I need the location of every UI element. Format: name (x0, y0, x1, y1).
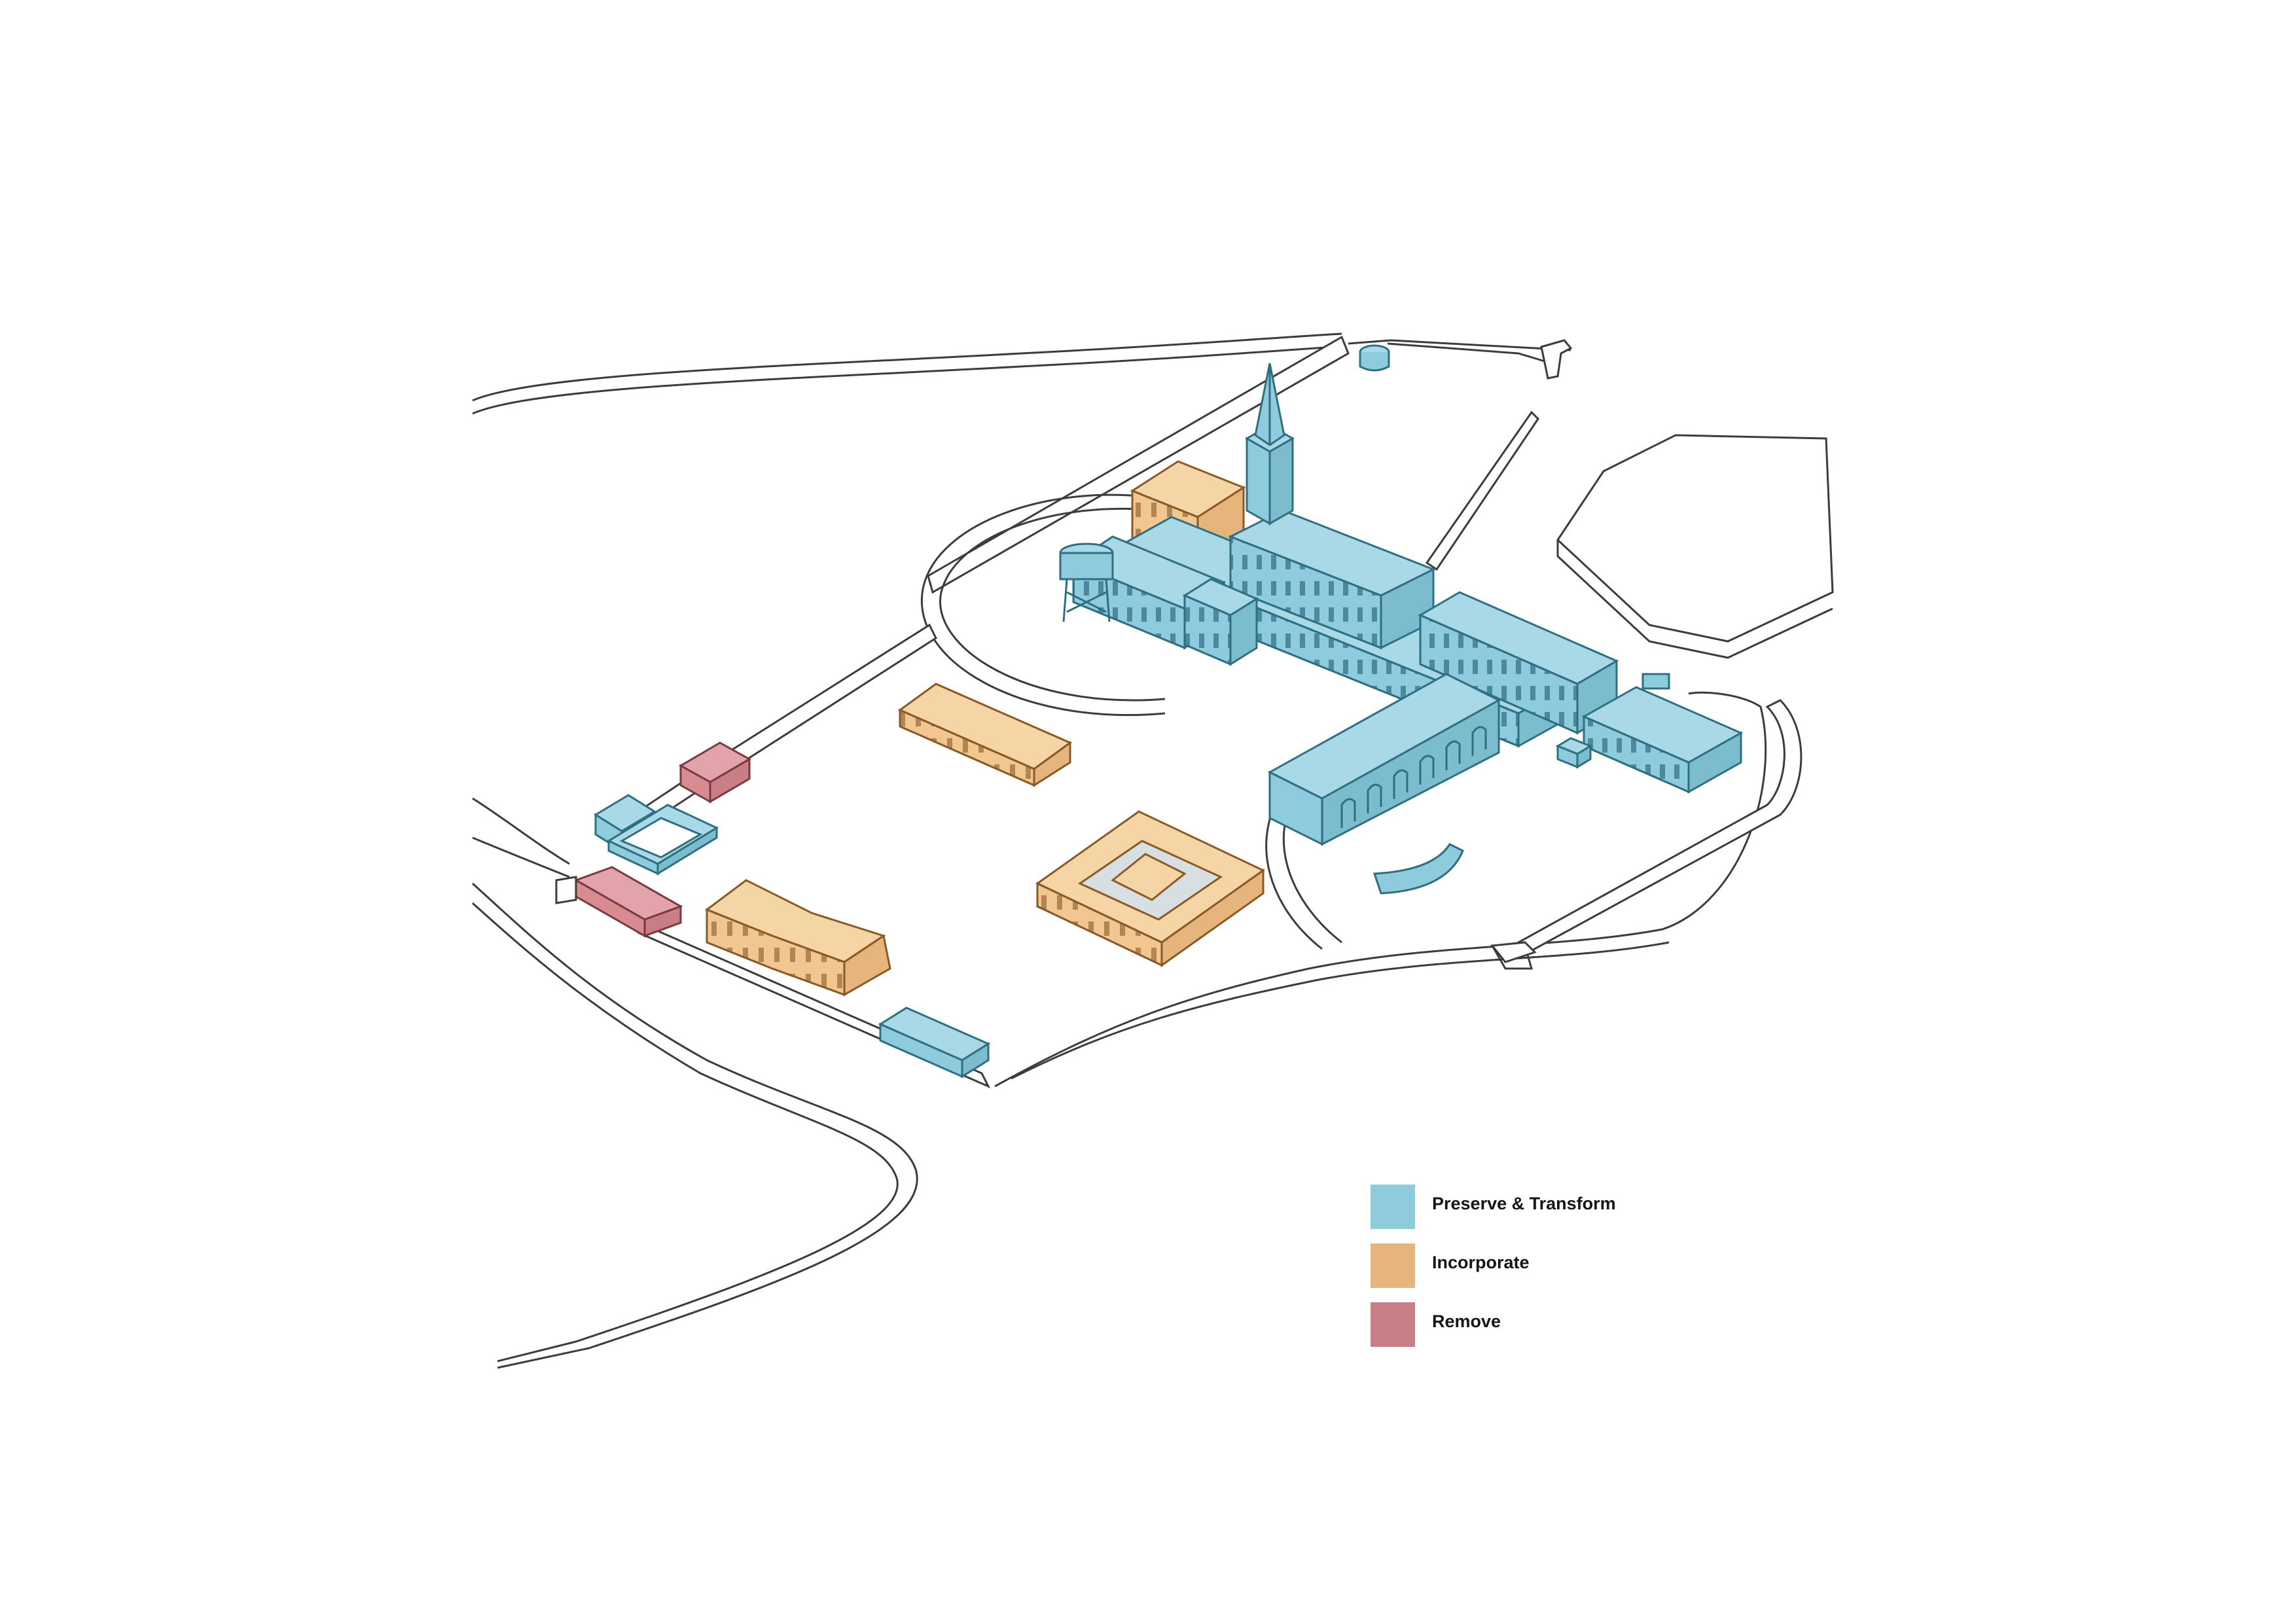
building-preserve-east-annex (1581, 673, 1744, 794)
building-preserve-pavilion (1182, 578, 1259, 666)
perimeter-wall-east-upper (1425, 410, 1539, 571)
building-preserve-water-tower (1059, 543, 1114, 622)
hall-arches (1340, 726, 1487, 828)
north-gate (1540, 339, 1573, 380)
buildings-remove (573, 741, 752, 938)
tank-to-gate-road (1387, 342, 1552, 365)
building-preserve-small-block (1555, 737, 1593, 769)
outer-road-top-inner (472, 346, 1336, 415)
outer-road-top (472, 332, 1342, 402)
building-incorporate-courtyard (1035, 810, 1265, 967)
legend-item-incorporate: Incorporate (1371, 1243, 1711, 1302)
legend: Preserve & Transform Incorporate Remove (1371, 1185, 1711, 1361)
legend-label-preserve: Preserve & Transform (1432, 1194, 1616, 1213)
building-preserve-south-shed (878, 1007, 991, 1079)
west-steps (555, 876, 577, 904)
east-gate (1490, 941, 1537, 963)
building-preserve-east-range (1418, 591, 1619, 735)
building-preserve-round-tank (1359, 344, 1390, 372)
east-field-outline-edge (1556, 540, 1833, 659)
south-west-road (471, 882, 918, 1369)
legend-item-preserve: Preserve & Transform (1371, 1185, 1711, 1243)
building-incorporate-southwest-block (704, 879, 891, 997)
curved-inner-road (920, 493, 1166, 717)
legend-swatch-preserve (1371, 1185, 1415, 1229)
perimeter-wall-north (927, 335, 1350, 594)
legend-label-incorporate: Incorporate (1432, 1253, 1530, 1272)
building-preserve-church-tower (1244, 363, 1295, 526)
east-perimeter-wall (1516, 699, 1803, 956)
building-preserve-gate-lodge (594, 794, 719, 876)
south-east-perimeter-road-inner (1011, 941, 1670, 1080)
buildings-incorporate (704, 460, 1265, 997)
building-remove-west-shed (573, 866, 683, 938)
upper-right-road (1348, 339, 1571, 351)
legend-swatch-incorporate (1371, 1243, 1415, 1288)
west-entry-road (472, 797, 570, 878)
curved-inner-road-edge (939, 507, 1166, 702)
south-west-road-inner (471, 902, 899, 1363)
legend-item-remove: Remove (1371, 1302, 1711, 1361)
building-preserve-arched-hall (1267, 673, 1501, 846)
building-incorporate-ruin-long (898, 683, 1072, 787)
gate-markers (555, 339, 1573, 963)
east-field-outline (1556, 434, 1834, 643)
building-remove-gatehouse (678, 741, 752, 804)
building-preserve-curved-element (1372, 843, 1464, 895)
legend-swatch-remove (1371, 1302, 1415, 1347)
south-gate-stub (1491, 945, 1533, 970)
legend-label-remove: Remove (1432, 1311, 1501, 1331)
buildings-preserve (594, 344, 1744, 1079)
south-east-perimeter-road (994, 691, 1767, 1088)
